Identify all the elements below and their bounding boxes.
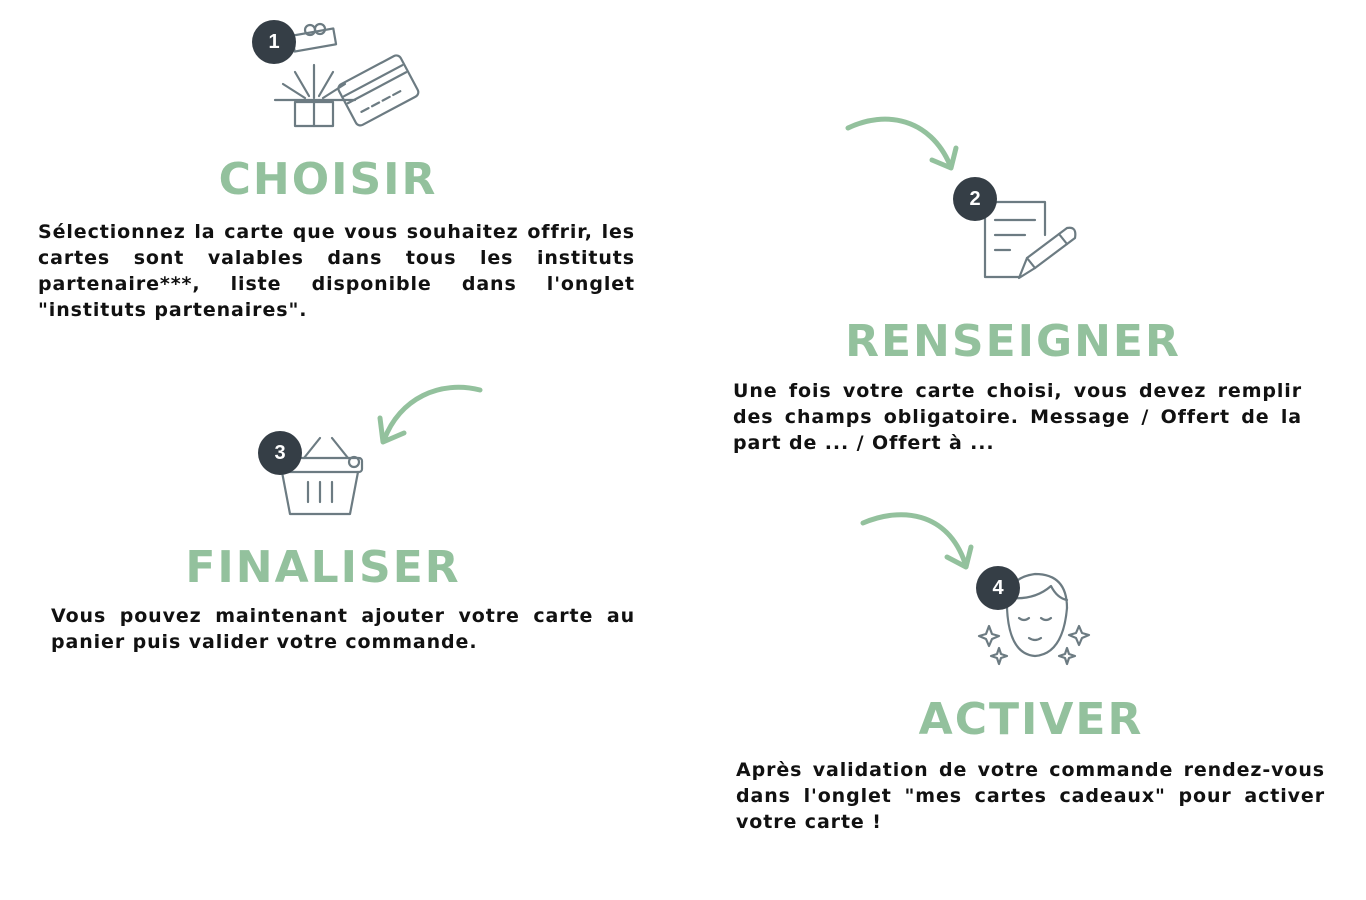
step-2-badge: 2	[953, 177, 997, 221]
step-4-title: ACTIVER	[918, 694, 1144, 745]
arrow-to-step-3-icon	[377, 384, 483, 445]
step-2-title: RENSEIGNER	[845, 316, 1181, 367]
step-1-badge: 1	[252, 20, 296, 64]
step-2-text: Une fois votre carte choisi, vous devez …	[733, 380, 1302, 454]
step-4-text: Après validation de votre commande rende…	[736, 759, 1325, 833]
document-pencil-icon	[983, 200, 1077, 280]
arrow-to-step-4-icon	[860, 512, 974, 570]
arrow-to-step-2-icon	[845, 116, 959, 171]
step-1-text: Sélectionnez la carte que vous souhaitez…	[38, 221, 635, 321]
step-3-title: FINALISER	[185, 542, 461, 593]
step-4-badge: 4	[976, 566, 1020, 610]
step-1-title: CHOISIR	[218, 154, 438, 205]
basket-icon	[276, 436, 364, 516]
gift-card-icon	[273, 22, 420, 128]
step-3-badge: 3	[258, 431, 302, 475]
step-3-text: Vous pouvez maintenant ajouter votre car…	[51, 605, 635, 653]
